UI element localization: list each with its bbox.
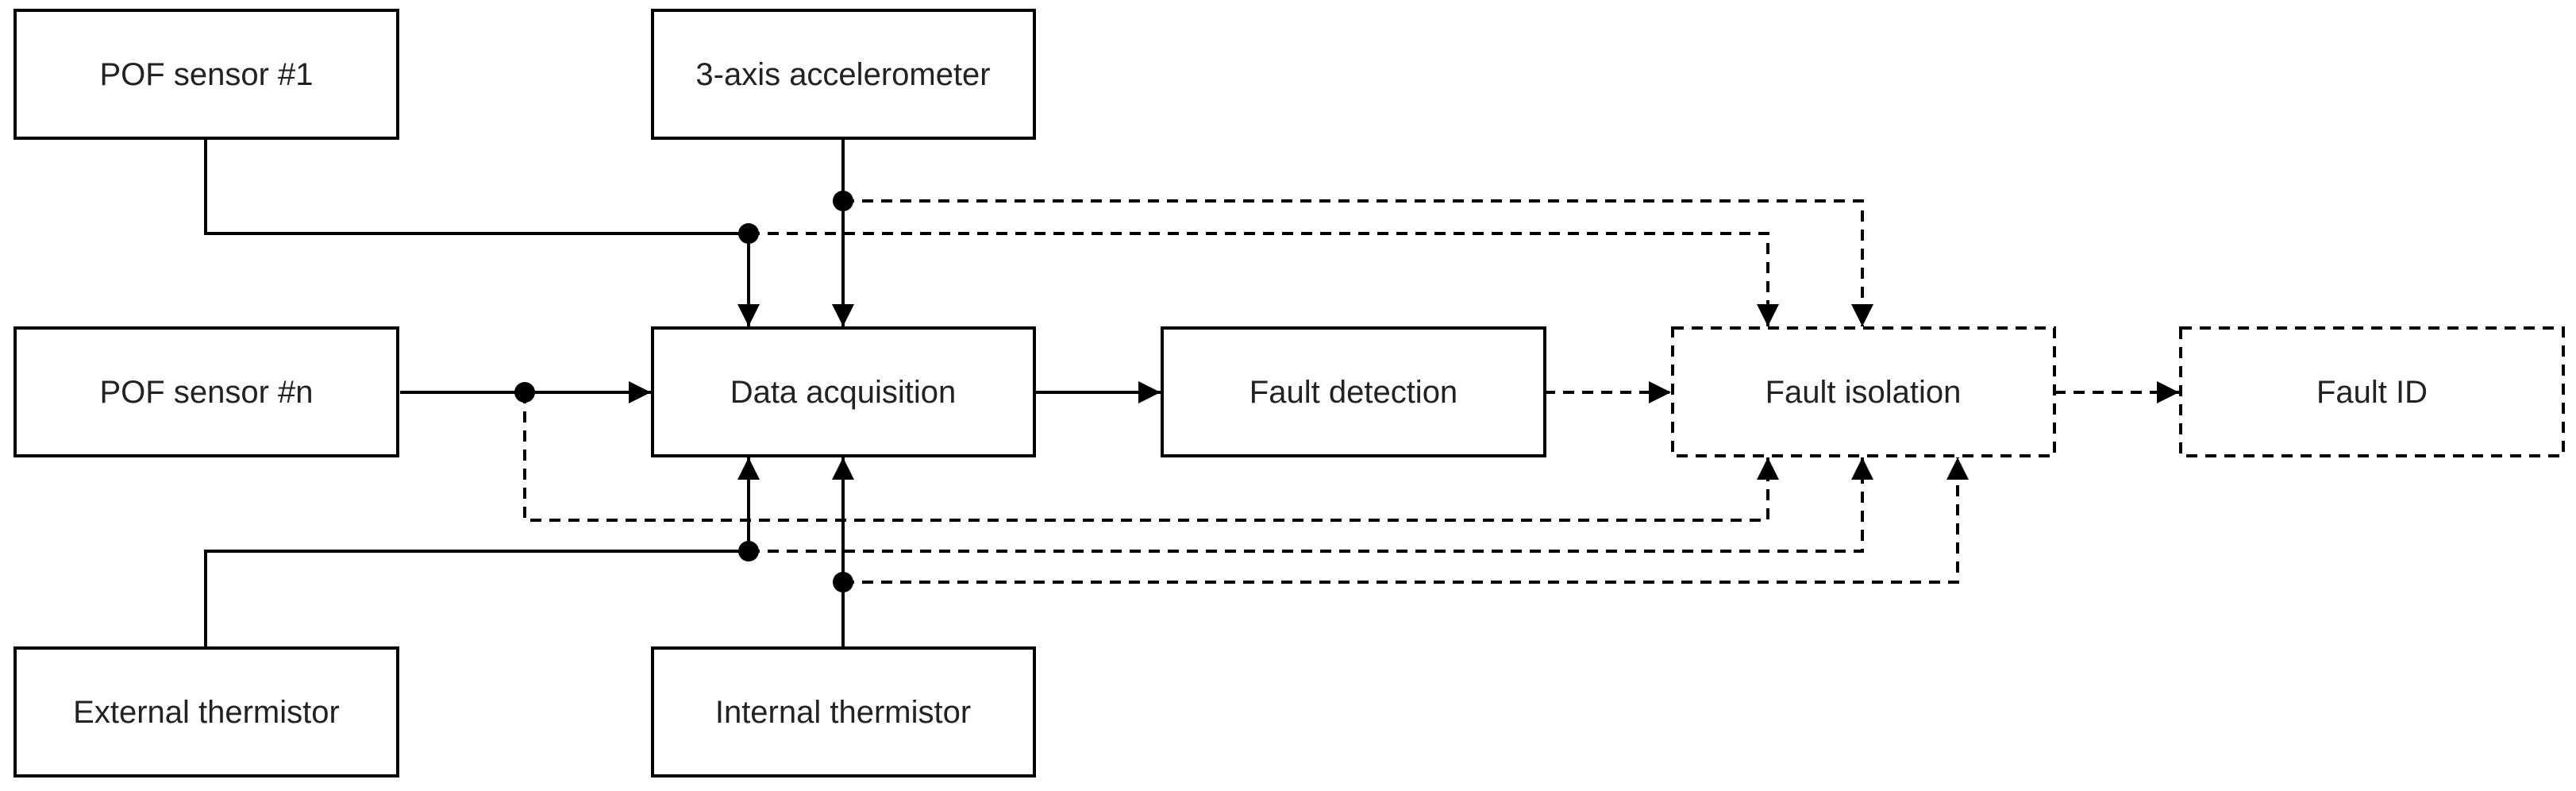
node-pof-sensor-1: POF sensor #1 bbox=[13, 9, 399, 140]
junction-dot-pofn bbox=[514, 382, 535, 403]
node-label: External thermistor bbox=[73, 695, 340, 730]
node-fault-id: Fault ID bbox=[2179, 326, 2565, 457]
node-3-axis-accelerometer: 3-axis accelerometer bbox=[651, 9, 1036, 140]
node-pof-sensor-n: POF sensor #n bbox=[13, 326, 399, 457]
junction-dot-external-thermistor bbox=[738, 541, 759, 561]
node-data-acquisition: Data acquisition bbox=[651, 326, 1036, 457]
edge-accelerometer-to-fault-isolation bbox=[843, 199, 1873, 326]
edge-pof1-to-data-acquisition bbox=[204, 140, 760, 326]
solid-connectors bbox=[204, 140, 1161, 646]
node-label: Internal thermistor bbox=[715, 695, 971, 730]
node-label: Fault ID bbox=[2316, 375, 2428, 410]
node-label: Fault isolation bbox=[1765, 375, 1962, 410]
node-label: Data acquisition bbox=[730, 375, 957, 410]
edge-external-thermistor-to-data-acquisition bbox=[204, 457, 760, 646]
node-fault-isolation: Fault isolation bbox=[1671, 326, 2056, 457]
edge-pof1-to-fault-isolation bbox=[749, 232, 1779, 326]
edge-pofn-to-fault-isolation bbox=[523, 392, 1779, 522]
node-fault-detection: Fault detection bbox=[1161, 326, 1546, 457]
junction-dot-internal-thermistor bbox=[833, 572, 853, 592]
junction-dot-accelerometer bbox=[833, 191, 853, 211]
junction-dot-pof1 bbox=[738, 223, 759, 244]
edge-external-thermistor-to-fault-isolation bbox=[749, 457, 1873, 553]
node-label: Fault detection bbox=[1249, 375, 1457, 410]
edge-internal-thermistor-to-fault-isolation bbox=[843, 457, 1969, 584]
junctions bbox=[514, 191, 853, 592]
node-external-thermistor: External thermistor bbox=[13, 646, 399, 777]
node-label: POF sensor #n bbox=[99, 375, 313, 410]
node-internal-thermistor: Internal thermistor bbox=[651, 646, 1036, 777]
node-label: 3-axis accelerometer bbox=[695, 57, 990, 92]
dashed-connectors bbox=[523, 199, 2179, 584]
node-label: POF sensor #1 bbox=[99, 57, 313, 92]
